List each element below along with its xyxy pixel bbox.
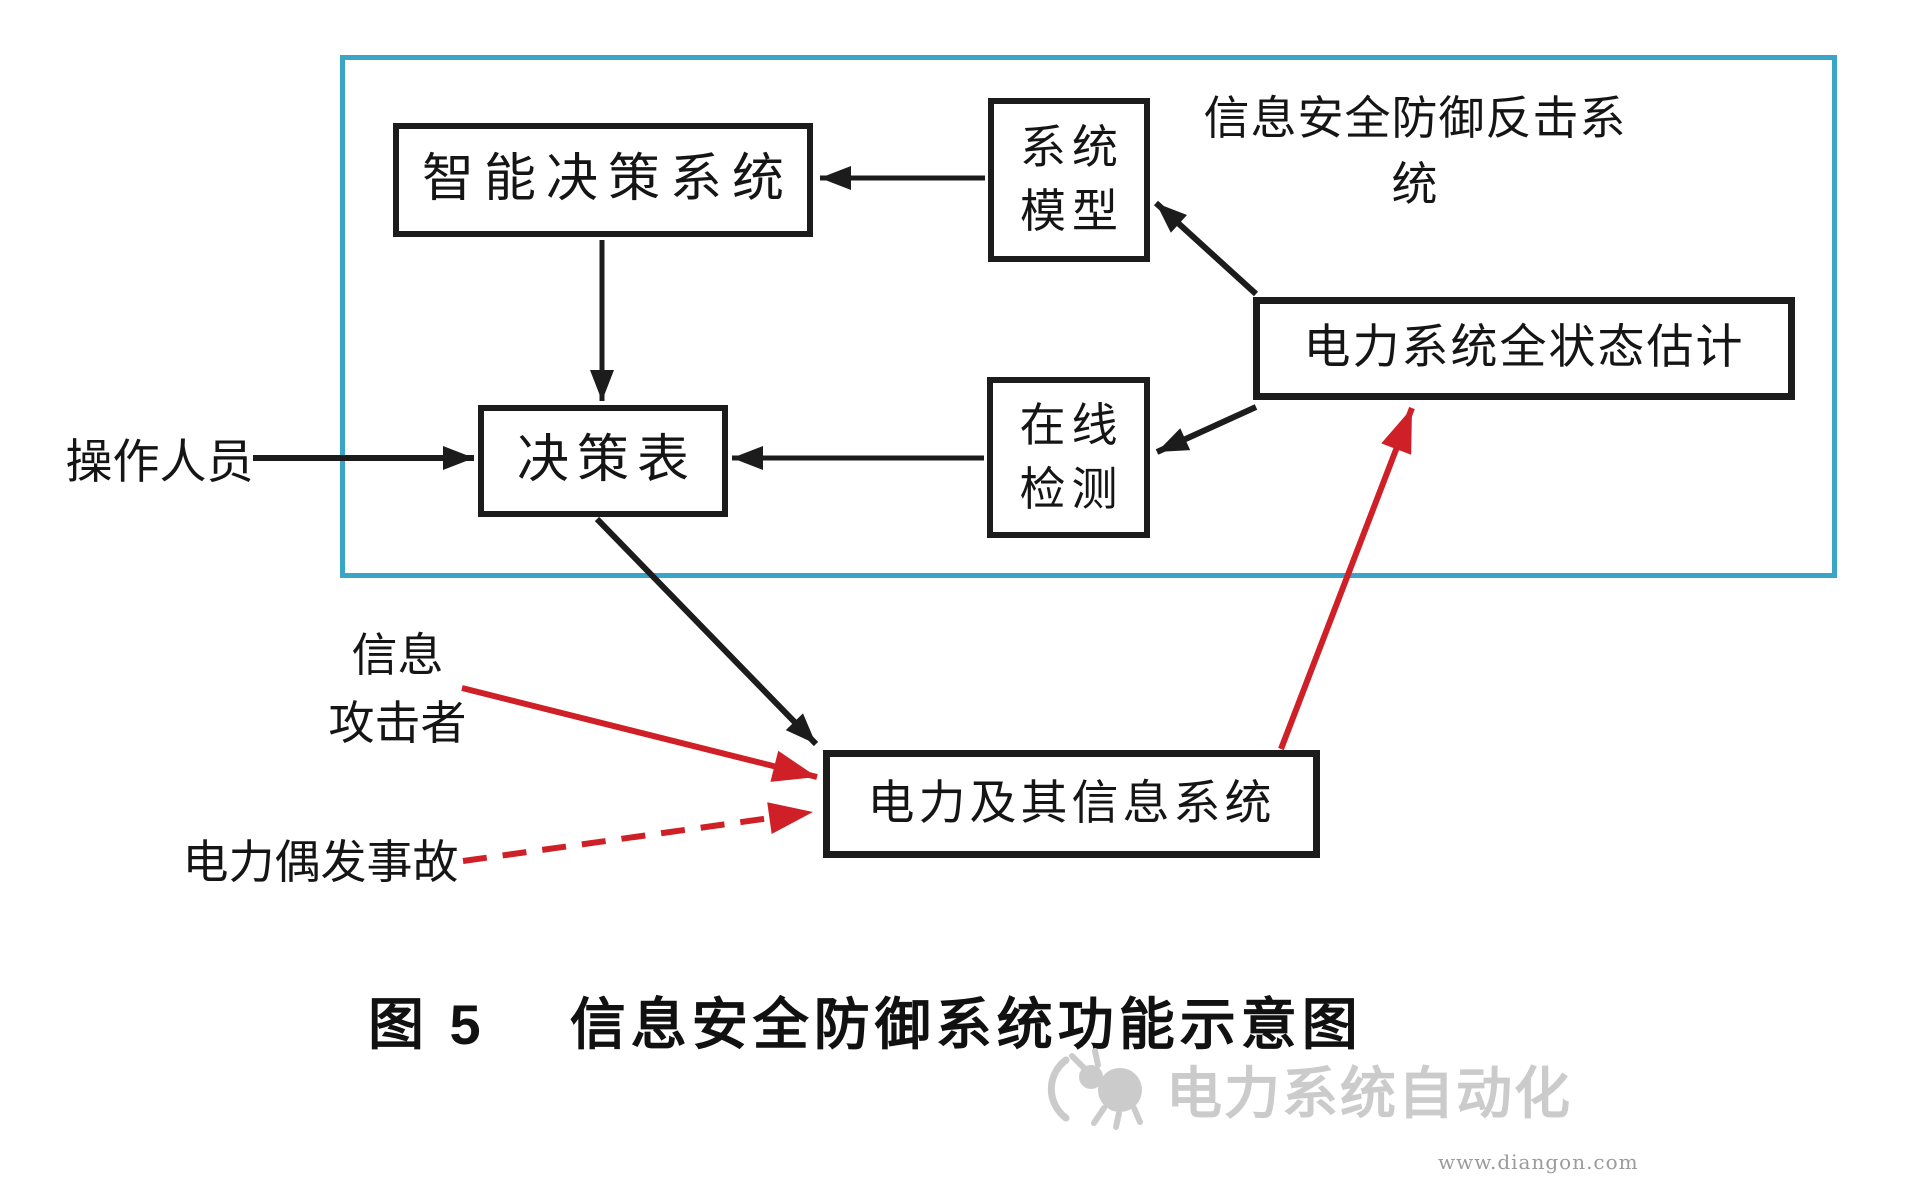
figure-caption: 图 5 信息安全防御系统功能示意图 — [368, 980, 1363, 1061]
arrow-attacker-to-power-info — [461, 685, 818, 782]
box-online-detection-line1: 在线 — [1019, 399, 1124, 451]
arrow-incident-to-power-info-dashed — [462, 802, 814, 864]
box-intelligent-decision-label: 智能决策系统 — [421, 151, 794, 209]
label-operator-text: 操作人员 — [65, 436, 254, 489]
box-full-state-estimation-label: 电力系统全状态估计 — [1303, 322, 1745, 375]
label-power-incident: 电力偶发事故 — [178, 828, 463, 890]
arrow-decision-table-to-power-info — [594, 516, 819, 747]
box-full-state-estimation: 电力系统全状态估计 — [1253, 297, 1795, 400]
box-power-info-system-label: 电力及其信息系统 — [867, 777, 1276, 830]
box-decision-table: 决策表 — [478, 405, 728, 517]
box-system-model-line1: 系统 — [1020, 122, 1124, 173]
bug-logo-icon — [1047, 1048, 1143, 1130]
frame-title: 信息安全防御反击系统 — [1203, 93, 1627, 210]
box-system-model-line2: 模型 — [1020, 186, 1124, 237]
watermark-url: www.diangon.com — [1438, 1150, 1639, 1174]
arrow-full-state-to-system-model — [1153, 200, 1259, 297]
arrow-power-info-to-full-state — [1278, 406, 1415, 751]
box-power-info-system: 电力及其信息系统 — [823, 750, 1320, 858]
label-info-attacker: 信息 攻击者 — [315, 622, 480, 758]
defense-system-frame — [340, 55, 1837, 578]
watermark: 电力系统自动化 — [1046, 1048, 1572, 1130]
box-decision-table-label: 决策表 — [516, 432, 697, 490]
box-online-detection-line2: 检测 — [1019, 463, 1124, 515]
watermark-brand: 电力系统自动化 — [1166, 1061, 1572, 1125]
box-intelligent-decision-system: 智能决策系统 — [393, 123, 813, 237]
caption-title: 信息安全防御系统功能示意图 — [569, 993, 1363, 1056]
arrow-full-state-to-online-detection — [1155, 404, 1258, 455]
label-info-attacker-line1: 信息 — [351, 630, 444, 681]
label-operator: 操作人员 — [62, 424, 257, 490]
caption-figure-number: 图 5 — [368, 993, 486, 1056]
box-system-model: 系统 模型 — [988, 98, 1150, 262]
box-online-detection: 在线 检测 — [987, 377, 1150, 538]
label-power-incident-text: 电力偶发事故 — [182, 837, 459, 888]
label-info-attacker-line2: 攻击者 — [328, 698, 467, 749]
